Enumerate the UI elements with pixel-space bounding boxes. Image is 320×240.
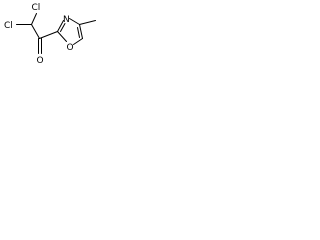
atom-cl-top: Cl xyxy=(32,3,41,13)
bond-oxazole-n3-to-c2-inner xyxy=(60,23,66,32)
bond-cl-top-to-chcl2 xyxy=(31,13,37,25)
bond-oxazole-o1-to-c5 xyxy=(73,38,83,45)
bond-c4-to-methyl xyxy=(79,20,96,25)
bond-oxazole-c5-to-c4-outer xyxy=(79,24,83,39)
molecule-canvas: Cl Cl O O N xyxy=(0,0,110,66)
bond-carbonyl-to-oxazole xyxy=(39,31,58,39)
bond-oxazole-c5-to-c4-inner xyxy=(77,27,80,38)
bond-oxazole-n3-to-c2-outer xyxy=(57,20,64,32)
atom-oxygen-carbonyl: O xyxy=(37,56,44,66)
chemical-structure: Cl Cl O O N xyxy=(4,3,96,66)
atom-cl-left: Cl xyxy=(4,21,13,31)
atom-oxygen-ring: O xyxy=(67,43,74,53)
bond-chcl2-to-carbonyl xyxy=(31,24,40,39)
atom-nitrogen-ring: N xyxy=(63,15,70,25)
bond-oxazole-c4-to-n3 xyxy=(69,18,80,25)
bond-oxazole-c2-to-o1 xyxy=(57,31,67,42)
